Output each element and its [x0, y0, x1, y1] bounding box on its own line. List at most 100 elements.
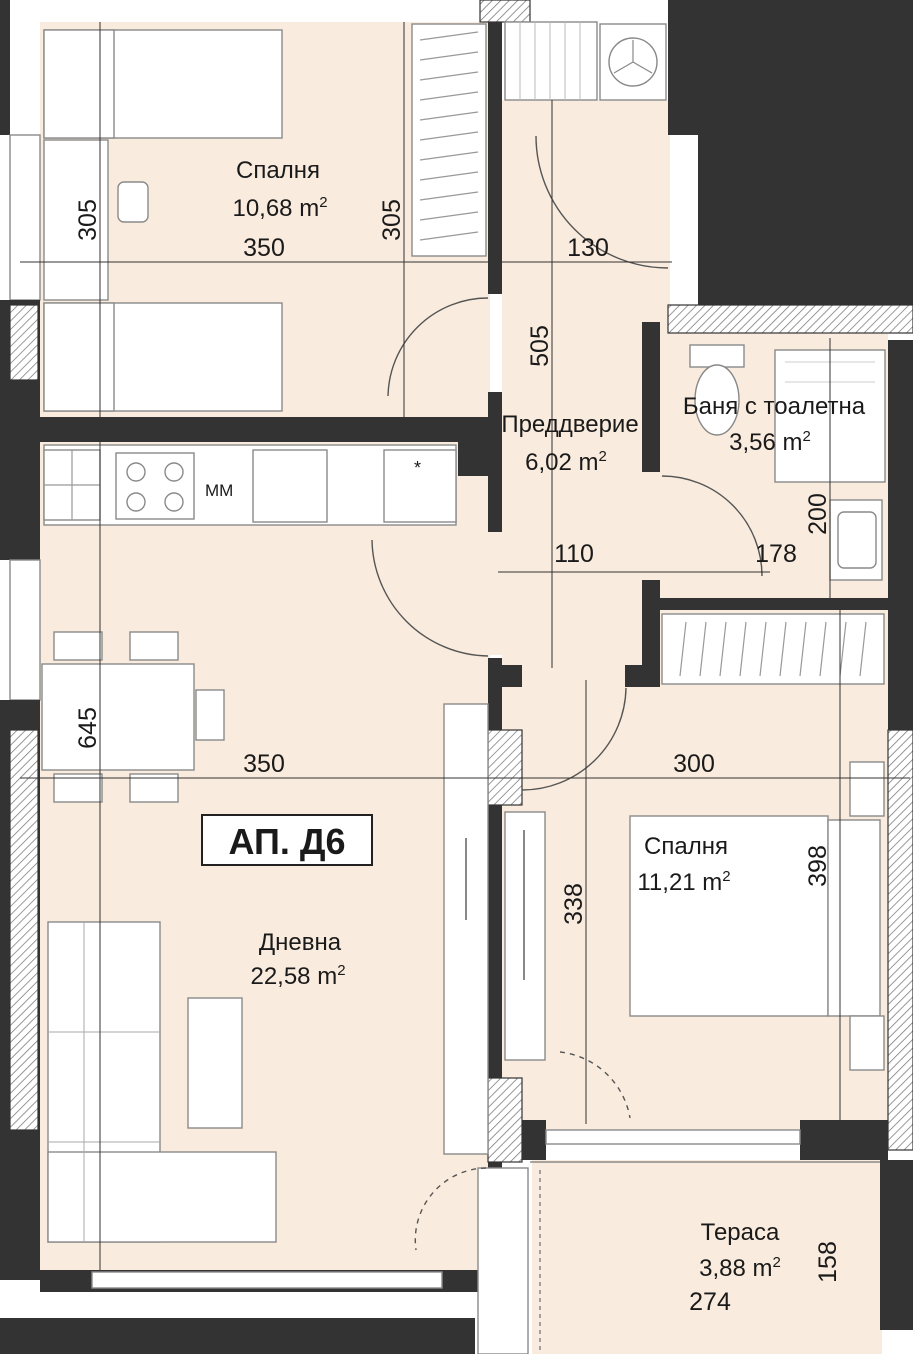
door-terrace-living [414, 1167, 487, 1251]
dim-hall-top-width: 130 [567, 234, 609, 262]
chair-1 [53, 631, 103, 661]
wall-bed2-bottom-right [800, 1120, 888, 1160]
kitchen-cabinet [383, 449, 457, 523]
window-bed2-bottom [545, 1129, 801, 1145]
dimension-lines [20, 22, 910, 1270]
door-bath [661, 475, 763, 577]
wardrobe-2-hangers [679, 621, 867, 677]
wall-bath-top [667, 304, 913, 334]
bed-bottom-pillow [43, 302, 115, 412]
wall-hall-left-upper [488, 22, 502, 294]
dim-hall-bottom-width: 110 [554, 540, 594, 568]
col-left-2 [9, 729, 39, 1131]
wall-bath-left [642, 322, 660, 472]
door-terrace-bed2 [559, 1051, 631, 1119]
chair-3 [53, 773, 103, 803]
wall-top-column [479, 0, 531, 23]
dimension-labels: 305 350 305 130 505 200 178 110 645 350 … [74, 199, 842, 1316]
wardrobe-2 [661, 613, 885, 685]
living-name: Дневна [259, 929, 342, 956]
dim-terrace-height: 158 [814, 1241, 842, 1283]
dim-hall-height: 505 [526, 325, 554, 367]
apartment-label: АП. Д6 [228, 821, 345, 862]
window-living-bottom [91, 1271, 443, 1289]
chair-5 [195, 689, 225, 741]
terrace-rail-left [477, 1167, 529, 1354]
hall-shelf [504, 21, 598, 101]
dim-bath-height: 200 [804, 493, 832, 535]
desk-chair [117, 181, 149, 223]
wall-hall-left-mid [488, 392, 502, 532]
terrace-details [530, 1161, 880, 1354]
burner-2 [164, 462, 184, 482]
kitchen: MM * [43, 444, 457, 526]
living-furniture [41, 631, 277, 1243]
wall-left-upper [0, 0, 10, 135]
sofa-seams [48, 922, 160, 1242]
dishwasher-label: MM [205, 481, 233, 500]
hall-shelf-lines [519, 22, 581, 100]
cabinet-handles [465, 830, 525, 980]
dim-bed2-width: 300 [673, 750, 715, 778]
wall-right-dark-block [698, 0, 913, 305]
burner-3 [126, 492, 146, 512]
door-bed2 [521, 687, 627, 791]
kitchen-sink [252, 449, 328, 523]
burner-1 [126, 462, 146, 482]
hallway-area: 6,02 m2 [525, 448, 607, 476]
dim-bath-width: 178 [755, 540, 797, 568]
wall-hall-stub [502, 665, 522, 687]
wall-right-terrace [880, 1160, 913, 1330]
hall-furniture [443, 21, 667, 1155]
cooktop [115, 452, 195, 520]
bedroom-2-name: Спалня [644, 833, 728, 860]
terrace-area: 3,88 m2 [699, 1254, 781, 1282]
apartment-label-frame [201, 814, 373, 866]
sink-basin [837, 511, 877, 569]
dim-bed1-width: 350 [243, 234, 285, 262]
dim-bed1-height-right: 305 [378, 199, 406, 241]
wall-bed2-left-stub [625, 665, 660, 687]
door-bed1 [387, 297, 489, 397]
wall-bed1-living [40, 417, 490, 442]
wall-bath-left-low [642, 580, 660, 680]
nightstand-1 [849, 761, 885, 817]
coffee-table [187, 997, 243, 1129]
wall-top-right [668, 0, 698, 135]
bedroom-1-name: Спалня [236, 157, 320, 184]
col-right-bed2 [887, 729, 913, 1151]
bathroom-name: Баня с тоалетна [683, 393, 866, 420]
double-bed [629, 815, 829, 1017]
wall-left-window-2 [9, 559, 41, 701]
wall-right-lower [888, 610, 913, 730]
terrace-floor [532, 1160, 882, 1354]
desk [43, 139, 109, 301]
toilet-bowl [694, 364, 740, 436]
living-area: 22,58 m2 [250, 962, 345, 990]
dim-bed2-height-left: 338 [560, 883, 588, 925]
dim-bed1-height-left: 305 [74, 199, 102, 241]
doors [371, 135, 763, 1251]
hall-tall-cabinet [443, 703, 489, 1155]
burner-4 [164, 492, 184, 512]
bedroom-1-furniture [43, 23, 487, 412]
bathroom-area: 3,56 m2 [729, 428, 811, 456]
fridge-grid [44, 450, 100, 520]
wall-kitchen-niche [458, 440, 490, 476]
chair-2 [129, 631, 179, 661]
apartment-label-box: АП. Д6 [201, 814, 373, 866]
bedroom-2-furniture [629, 613, 885, 1071]
wall-bath-bottom [660, 598, 913, 610]
nightstand-2 [849, 1015, 885, 1071]
bedroom-2-area: 11,21 m2 [637, 868, 730, 896]
sofa-chaise [47, 1151, 277, 1243]
wall-bottom [0, 1318, 475, 1354]
dim-terrace-width: 274 [689, 1288, 731, 1316]
dining-table [41, 663, 195, 771]
washing-machine-mark [613, 40, 653, 74]
col-left-1 [9, 304, 39, 381]
dim-living-height: 645 [74, 707, 102, 749]
col-hall-mid [487, 729, 523, 806]
